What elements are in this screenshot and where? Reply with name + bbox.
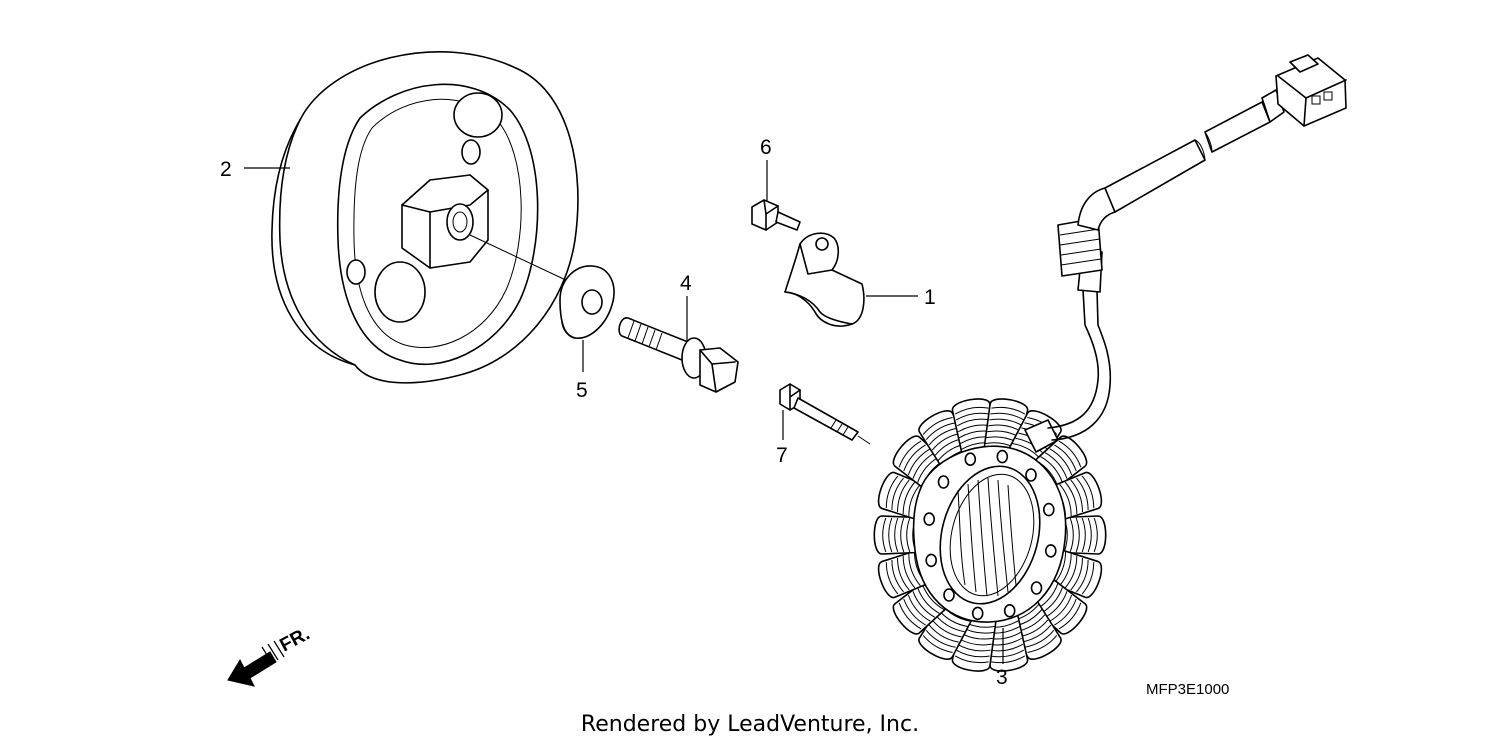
mounting-hole [1025,468,1037,482]
callout-part-3: 3 [996,666,1008,689]
stator-mounting-holes [923,449,1057,621]
stator-assembly [873,54,1347,672]
mounting-hole [1003,603,1016,618]
washer [559,265,615,339]
mounting-hole [964,452,977,467]
mounting-hole [996,449,1009,464]
front-direction-label: FR. [276,624,313,657]
footer-credit: Rendered by LeadVenture, Inc. [580,712,920,737]
stator-bolt [779,383,871,445]
front-direction-arrow: FR. [227,624,313,687]
leader-lines [244,160,1004,664]
callout-part-7: 7 [776,444,788,467]
mounting-hole [971,606,984,621]
callout-part-4: 4 [680,272,692,295]
mounting-hole [1045,544,1057,558]
diagram-code: MFP3E1000 [1146,681,1229,698]
wire-clamp [784,232,865,327]
callout-part-6: 6 [760,136,772,159]
flywheel-rotor [271,51,579,384]
callout-part-1: 1 [924,286,936,309]
mounting-hole [943,588,955,602]
mounting-hole [937,475,950,489]
small-bolt [751,199,801,231]
flange-bolt [618,317,739,393]
callout-part-5: 5 [576,379,588,402]
mounting-hole [925,553,938,568]
callout-part-2: 2 [220,158,232,181]
mounting-hole [1030,581,1043,595]
mounting-hole [1043,502,1055,517]
mounting-hole [923,512,936,526]
